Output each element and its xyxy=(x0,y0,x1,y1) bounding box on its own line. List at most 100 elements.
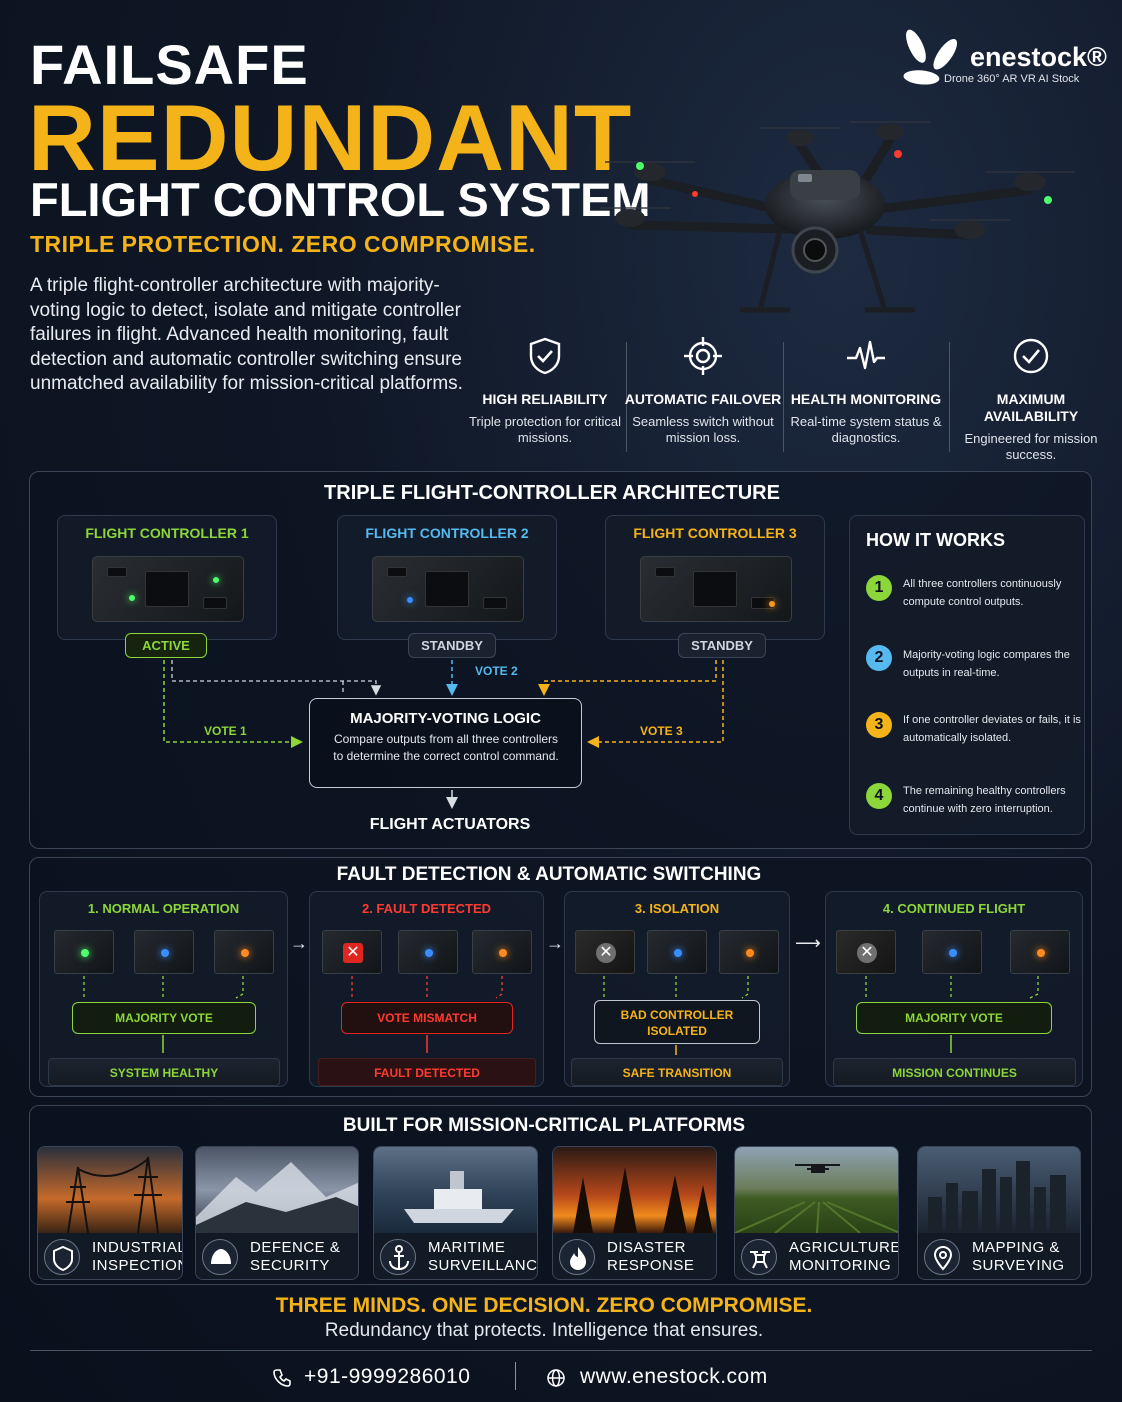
controller-mini-icon xyxy=(54,930,114,974)
step-text-2: Majority-voting logic compares the outpu… xyxy=(903,649,1070,679)
drone-icon xyxy=(741,1239,777,1275)
feature-automatic-failover: AUTOMATIC FAILOVER Seamless switch witho… xyxy=(623,336,783,446)
feature-desc: Real-time system status & diagnostics. xyxy=(790,414,942,445)
shield-check-icon xyxy=(529,337,561,375)
stage-title: 1. NORMAL OPERATION xyxy=(87,901,240,916)
feature-title: MAXIMUM AVAILABILITY xyxy=(983,391,1079,424)
title-line-1: FAILSAFE xyxy=(30,33,309,96)
arrow-right-icon: → xyxy=(546,933,564,953)
step-number-3: 3 xyxy=(866,712,892,738)
status-badge-standby: STANDBY xyxy=(408,633,496,658)
phone-number[interactable]: +91-9999286010 xyxy=(304,1365,471,1388)
flame-icon xyxy=(559,1239,595,1275)
mountains-image xyxy=(196,1147,358,1233)
forest-fire-image xyxy=(553,1147,716,1233)
drone-illustration xyxy=(600,121,1075,313)
vote-connection-lines xyxy=(163,660,724,809)
controller-mini-icon: ✕ xyxy=(575,930,635,974)
platform-label-line2: INSPECTION xyxy=(92,1257,183,1274)
brand-name: enestock® xyxy=(970,42,1107,72)
heartbeat-icon xyxy=(847,340,885,370)
title-line-3: FLIGHT CONTROL SYSTEM xyxy=(30,173,651,226)
shield-icon xyxy=(44,1239,80,1275)
feature-high-reliability: HIGH RELIABILITY Triple protection for c… xyxy=(465,336,625,446)
flight-controller-1-card: FLIGHT CONTROLLER 1 xyxy=(57,515,277,640)
brand-subtitle: Drone 360° AR VR AI Stock xyxy=(944,73,1080,85)
fault-detection-title: FAULT DETECTION & AUTOMATIC SWITCHING xyxy=(336,864,762,885)
controller-mini-icon xyxy=(719,930,779,974)
flight-controller-2-card: FLIGHT CONTROLLER 2 xyxy=(337,515,557,640)
vote-2-label: VOTE 2 xyxy=(475,664,518,678)
step-text-3: If one controller deviates or fails, it … xyxy=(903,714,1081,744)
status-badge-active: ACTIVE xyxy=(125,633,207,658)
vote-mismatch-box: VOTE MISMATCH xyxy=(341,1002,513,1034)
controller-mini-icon xyxy=(134,930,194,974)
how-it-works-card xyxy=(849,515,1085,835)
feature-divider xyxy=(783,342,784,452)
stage-title: 4. CONTINUED FLIGHT xyxy=(882,901,1026,916)
majority-vote-box: MAJORITY VOTE xyxy=(72,1002,256,1034)
feature-title: HIGH RELIABILITY xyxy=(482,391,608,407)
arrow-right-icon: → xyxy=(290,933,308,953)
stage-continued-flight: 4. CONTINUED FLIGHT ✕ MAJORITY VOTE MISS… xyxy=(825,891,1083,1087)
feature-desc: Engineered for mission success. xyxy=(964,431,1098,462)
controller-mini-icon: ✕ xyxy=(322,930,382,974)
footer-divider xyxy=(30,1350,1092,1351)
crosshair-icon xyxy=(684,337,722,375)
platform-card-mapping: MAPPING &SURVEYING xyxy=(917,1146,1081,1280)
circuit-board-icon xyxy=(92,556,244,622)
controller-mini-icon xyxy=(214,930,274,974)
feature-divider xyxy=(626,342,627,452)
platform-card-defence: DEFENCE &SECURITY xyxy=(195,1146,359,1280)
flight-controller-3-title: FLIGHT CONTROLLER 3 xyxy=(633,525,797,541)
feature-divider xyxy=(949,342,950,452)
step-text-4: The remaining healthy controllers contin… xyxy=(903,785,1066,815)
helmet-icon xyxy=(202,1239,238,1275)
controller-mini-icon xyxy=(922,930,982,974)
majority-voting-desc: Compare outputs from all three controlle… xyxy=(333,732,559,763)
platform-label-line1: INDUSTRIAL xyxy=(92,1239,183,1256)
majority-vote-box: MAJORITY VOTE xyxy=(856,1002,1052,1034)
arrow-right-icon: ⟶ xyxy=(795,933,821,953)
industrial-image xyxy=(38,1147,182,1234)
feature-title: AUTOMATIC FAILOVER xyxy=(624,391,782,407)
platform-label-line2: SURVEYING xyxy=(972,1257,1065,1274)
footer-separator xyxy=(515,1362,516,1390)
vote-3-label: VOTE 3 xyxy=(640,724,683,738)
step-number-2: 2 xyxy=(866,645,892,671)
mission-continues-bar: MISSION CONTINUES xyxy=(833,1058,1076,1086)
platform-label-line2: SECURITY xyxy=(250,1257,330,1274)
platform-label-line1: MARITIME xyxy=(428,1239,506,1256)
controller-mini-icon: ✕ xyxy=(836,930,896,974)
fault-detected-bar: FAULT DETECTED xyxy=(318,1058,536,1086)
vote-1-label: VOTE 1 xyxy=(204,724,247,738)
flight-actuators-label: FLIGHT ACTUATORS xyxy=(369,816,531,833)
controller-mini-icon xyxy=(647,930,707,974)
architecture-title: TRIPLE FLIGHT-CONTROLLER ARCHITECTURE xyxy=(324,482,780,504)
platform-label-line1: MAPPING & xyxy=(972,1239,1060,1256)
ship-image xyxy=(374,1147,537,1233)
flight-controller-2-title: FLIGHT CONTROLLER 2 xyxy=(365,525,529,541)
platform-label-line1: DEFENCE & xyxy=(250,1239,341,1256)
title-line-2: REDUNDANT xyxy=(28,85,633,190)
website-link[interactable]: www.enestock.com xyxy=(580,1365,768,1388)
stage-normal-operation: 1. NORMAL OPERATION MAJORITY VOTE SYSTEM… xyxy=(39,891,288,1087)
stage-title: 3. ISOLATION xyxy=(634,901,720,916)
stage-isolation: 3. ISOLATION ✕ BAD CONTROLLER ISOLATED S… xyxy=(564,891,790,1087)
step-text-1: All three controllers continuously compu… xyxy=(903,578,1062,608)
feature-health-monitoring: HEALTH MONITORING Real-time system statu… xyxy=(786,336,946,446)
circuit-board-icon xyxy=(372,556,524,622)
tagline: TRIPLE PROTECTION. ZERO COMPROMISE. xyxy=(30,231,536,257)
globe-icon xyxy=(547,1369,565,1387)
feature-desc: Triple protection for critical missions. xyxy=(469,414,621,445)
map-pin-icon xyxy=(924,1239,960,1275)
slogan-subtitle: Redundancy that protects. Intelligence t… xyxy=(324,1320,764,1341)
anchor-icon xyxy=(380,1239,416,1275)
controller-mini-icon xyxy=(398,930,458,974)
platform-label-line1: AGRICULTURE xyxy=(789,1239,899,1256)
platform-label-line2: MONITORING xyxy=(789,1257,892,1274)
majority-voting-box xyxy=(309,698,582,788)
